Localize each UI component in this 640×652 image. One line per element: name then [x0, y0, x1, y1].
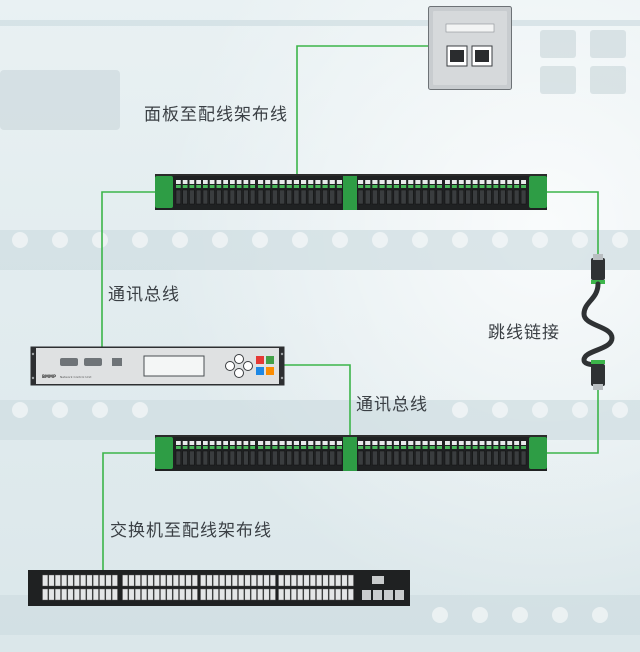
- wire-patch2-to-switch: [102, 452, 155, 572]
- wire-patch1-to-cord: [546, 191, 599, 258]
- patch-panel-top: [155, 174, 547, 210]
- wall-faceplate: [428, 6, 512, 90]
- label-faceplate-to-patch: 面板至配线架布线: [144, 105, 288, 125]
- patch-panel-bottom: [155, 435, 547, 471]
- patch-cord: [578, 254, 618, 390]
- label-comm-bus-lower: 通讯总线: [356, 395, 428, 415]
- controller-unit: BMMP Network Control Unit: [30, 346, 285, 386]
- wire-faceplate-to-patch: [296, 45, 428, 176]
- label-switch-to-patch: 交换机至配线架布线: [110, 521, 272, 541]
- wire-cord-to-patch2: [546, 386, 599, 454]
- rj45-faceplate-icon: [428, 6, 512, 90]
- label-comm-bus-upper: 通讯总线: [108, 285, 180, 305]
- network-switch: [28, 570, 410, 606]
- controller-brand: BMMP: [42, 374, 56, 379]
- wire-patch1-to-controller: [101, 191, 155, 350]
- controller-subtitle: Network Control Unit: [60, 375, 92, 379]
- wire-controller-to-patch2: [282, 364, 351, 437]
- patch-cable-icon: [581, 254, 615, 390]
- label-patch-cord-link: 跳线链接: [488, 323, 560, 343]
